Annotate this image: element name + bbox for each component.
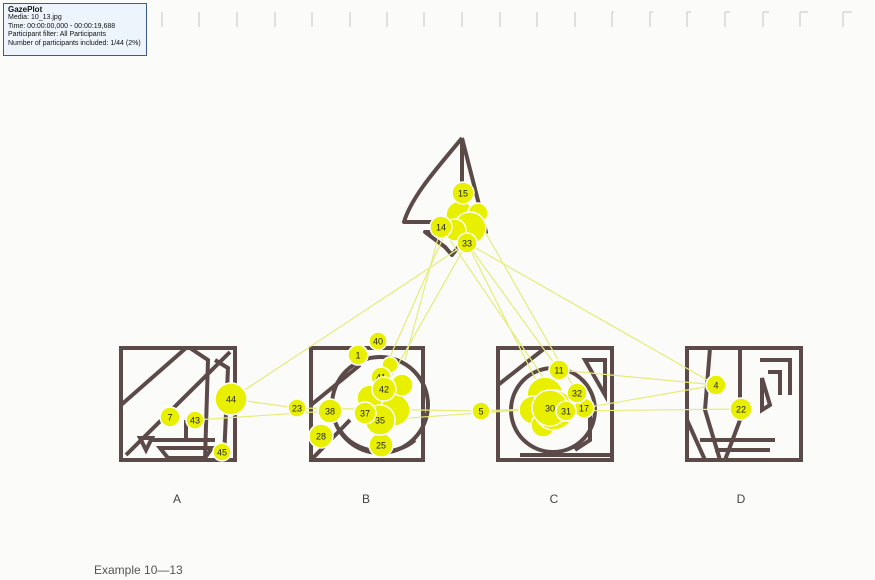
fixation-32: 32	[567, 383, 587, 403]
option-label-a: A	[173, 492, 181, 506]
fixation-45: 45	[213, 443, 231, 461]
fixation-number: 17	[579, 404, 589, 414]
option-label-c: C	[550, 492, 559, 506]
fixation-number: 40	[373, 337, 383, 347]
fixation-number: 32	[572, 389, 582, 399]
fixation-33: 33	[457, 233, 477, 253]
fixation-number: 7	[167, 413, 172, 423]
fixation-14: 14	[430, 216, 452, 238]
fixation-number: 44	[226, 395, 236, 405]
fixation-number: 22	[736, 405, 746, 415]
fixation-43: 43	[186, 411, 204, 429]
fixation-25: 25	[369, 433, 393, 457]
fixation-22: 22	[730, 398, 752, 420]
fixation-number: 37	[360, 409, 370, 419]
fixation-number: 23	[292, 404, 302, 414]
fixation-number: 4	[713, 381, 718, 391]
fixation-31: 31	[556, 401, 576, 421]
fixation-number: 38	[325, 407, 335, 417]
fixation-7: 7	[160, 407, 180, 427]
fixation-11: 11	[549, 360, 569, 380]
fixation-42: 42	[372, 377, 396, 401]
fixation-number: 30	[545, 404, 555, 414]
fixation-number: 45	[217, 448, 227, 458]
fixation-28: 28	[309, 424, 333, 448]
fixation-number: 25	[376, 441, 386, 451]
option-label-d: D	[737, 492, 746, 506]
fixation-15: 15	[452, 182, 474, 204]
fixation-number: 5	[478, 407, 483, 417]
fixation-number: 42	[379, 385, 389, 395]
example-caption: Example 10—13	[94, 563, 183, 577]
fixation-number: 1	[355, 351, 360, 361]
fixation-number: 43	[190, 416, 200, 426]
option-label-b: B	[362, 492, 370, 506]
fixation-number: 14	[436, 223, 446, 233]
fixation-38: 38	[318, 399, 342, 423]
fixation-23: 23	[288, 399, 306, 417]
fixation-5: 5	[472, 402, 490, 420]
fixation-1: 1	[348, 345, 368, 365]
fixation-44: 44	[215, 383, 247, 415]
fixation-number: 11	[554, 366, 563, 376]
fixation-4: 4	[706, 375, 726, 395]
fixation-number: 15	[458, 189, 468, 199]
fixation-37: 37	[354, 402, 376, 424]
fixation-number: 31	[561, 407, 571, 417]
fixation-40: 40	[369, 332, 387, 350]
top-ruler-ticks	[162, 12, 852, 27]
fixation-number: 35	[375, 416, 385, 426]
fixation-number: 33	[462, 239, 472, 249]
fixation-number: 28	[316, 432, 326, 442]
